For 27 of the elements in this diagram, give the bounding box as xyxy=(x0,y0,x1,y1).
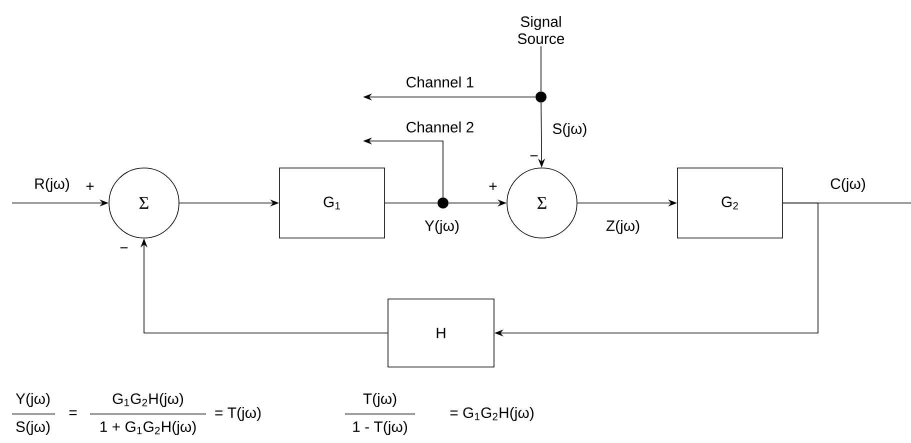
equation-term: = T(jω) xyxy=(215,407,261,421)
source-label: Signal Source xyxy=(518,16,564,44)
equation-term: T(jω) xyxy=(363,393,396,407)
junction-dot xyxy=(438,197,448,208)
signal-label: Y(jω) xyxy=(424,220,459,234)
equation-term: 1 - T(jω) xyxy=(353,421,407,435)
sign-label: − xyxy=(530,155,538,156)
signal-label: R(jω) xyxy=(35,178,69,192)
transfer-block: G$_{1}$ xyxy=(279,168,385,238)
signal-label: Z(jω) xyxy=(606,220,640,234)
equation-term: = xyxy=(69,410,77,416)
equation-term: 1 + G$_{1}$G$_{2}$H(jω) xyxy=(100,421,196,435)
signal-label: S(jω) xyxy=(552,123,586,137)
equation-term: S(jω) xyxy=(16,421,50,435)
summing-junction: Σ xyxy=(506,168,578,238)
equation-term: G$_{1}$G$_{2}$H(jω) xyxy=(112,393,183,407)
signal-label: Channel 2 xyxy=(406,121,474,132)
transfer-block: H xyxy=(388,298,494,368)
equation-term: = G$_{1}$G$_{2}$H(jω) xyxy=(450,407,534,421)
summing-junction: Σ xyxy=(108,168,180,238)
sign-label: + xyxy=(489,182,497,190)
signal-label: Channel 1 xyxy=(406,76,474,88)
transfer-block: G$_{2}$ xyxy=(677,168,783,238)
sign-label: + xyxy=(86,182,94,190)
equation-term: Y(jω) xyxy=(16,393,50,407)
signal-label: C(jω) xyxy=(830,178,865,192)
junction-dot xyxy=(536,92,546,102)
